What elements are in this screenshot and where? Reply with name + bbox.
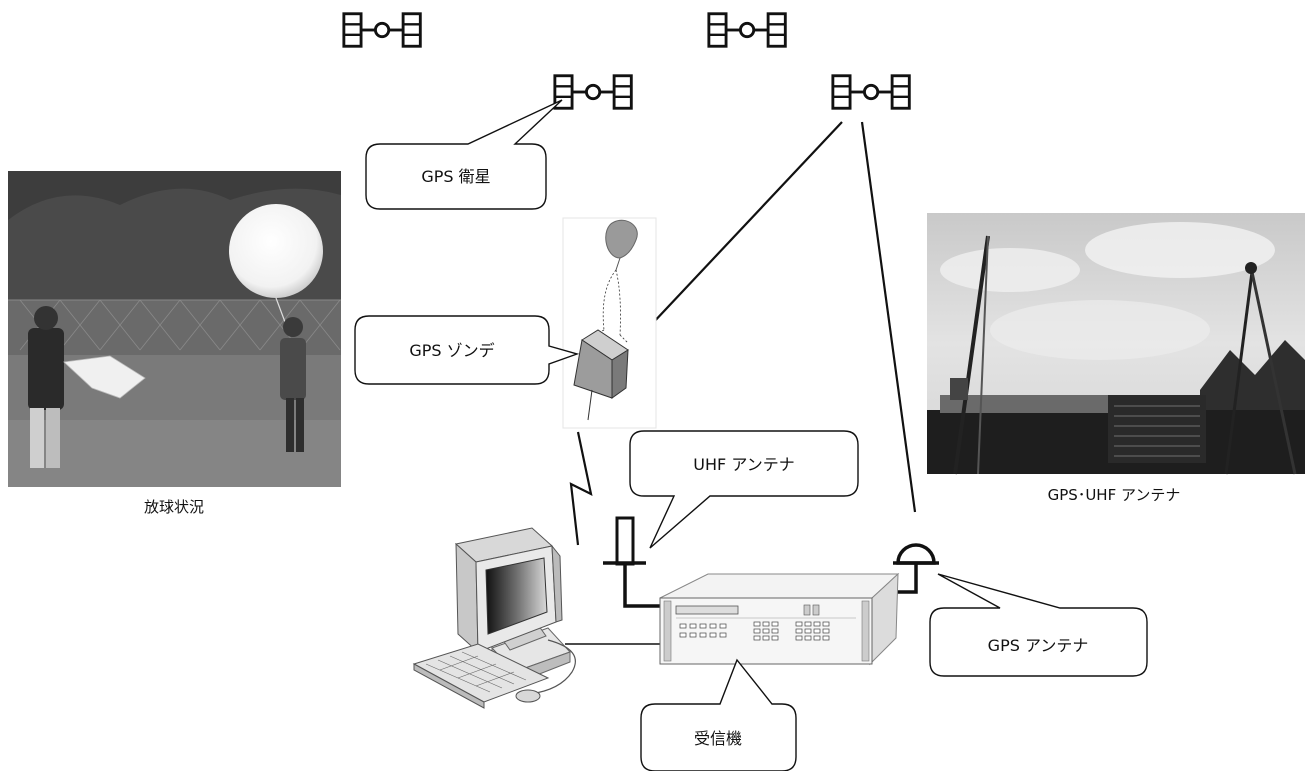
antenna-photo-caption: GPS･UHF アンテナ [1048,486,1181,504]
radiosonde-icon [573,329,629,399]
receiver-unit-icon [659,572,900,666]
sonde-illustration [562,217,657,429]
satellite-icon [553,74,633,110]
receiver-callout [640,658,797,771]
satellite-icon [342,12,422,48]
launch-photo-caption: 放球状況 [144,498,204,516]
computer-icon [412,527,576,709]
satellite-icon [831,74,911,110]
sonde-radio-link [569,431,593,546]
gps-sonde-callout [354,315,580,385]
gps-antenna-icon [892,543,939,594]
satellite-icon [707,12,787,48]
uhf-antenna-icon [603,516,662,608]
gps-sonde-label: GPS ゾンデ [409,341,494,360]
antenna-satellite-link [860,121,917,513]
receiver-label: 受信機 [694,729,742,748]
uhf-antenna-callout [629,430,859,549]
sonde-satellite-link [634,121,843,343]
gps-antenna-callout [929,573,1148,677]
gps-satellite-label: GPS 衛星 [421,167,490,186]
balloon-icon [605,219,638,259]
gps-satellite-callout [365,99,563,210]
gps-antenna-label: GPS アンテナ [988,636,1089,655]
launch-photo [8,171,341,487]
antenna-photo [927,213,1305,475]
uhf-antenna-label: UHF アンテナ [693,455,794,474]
